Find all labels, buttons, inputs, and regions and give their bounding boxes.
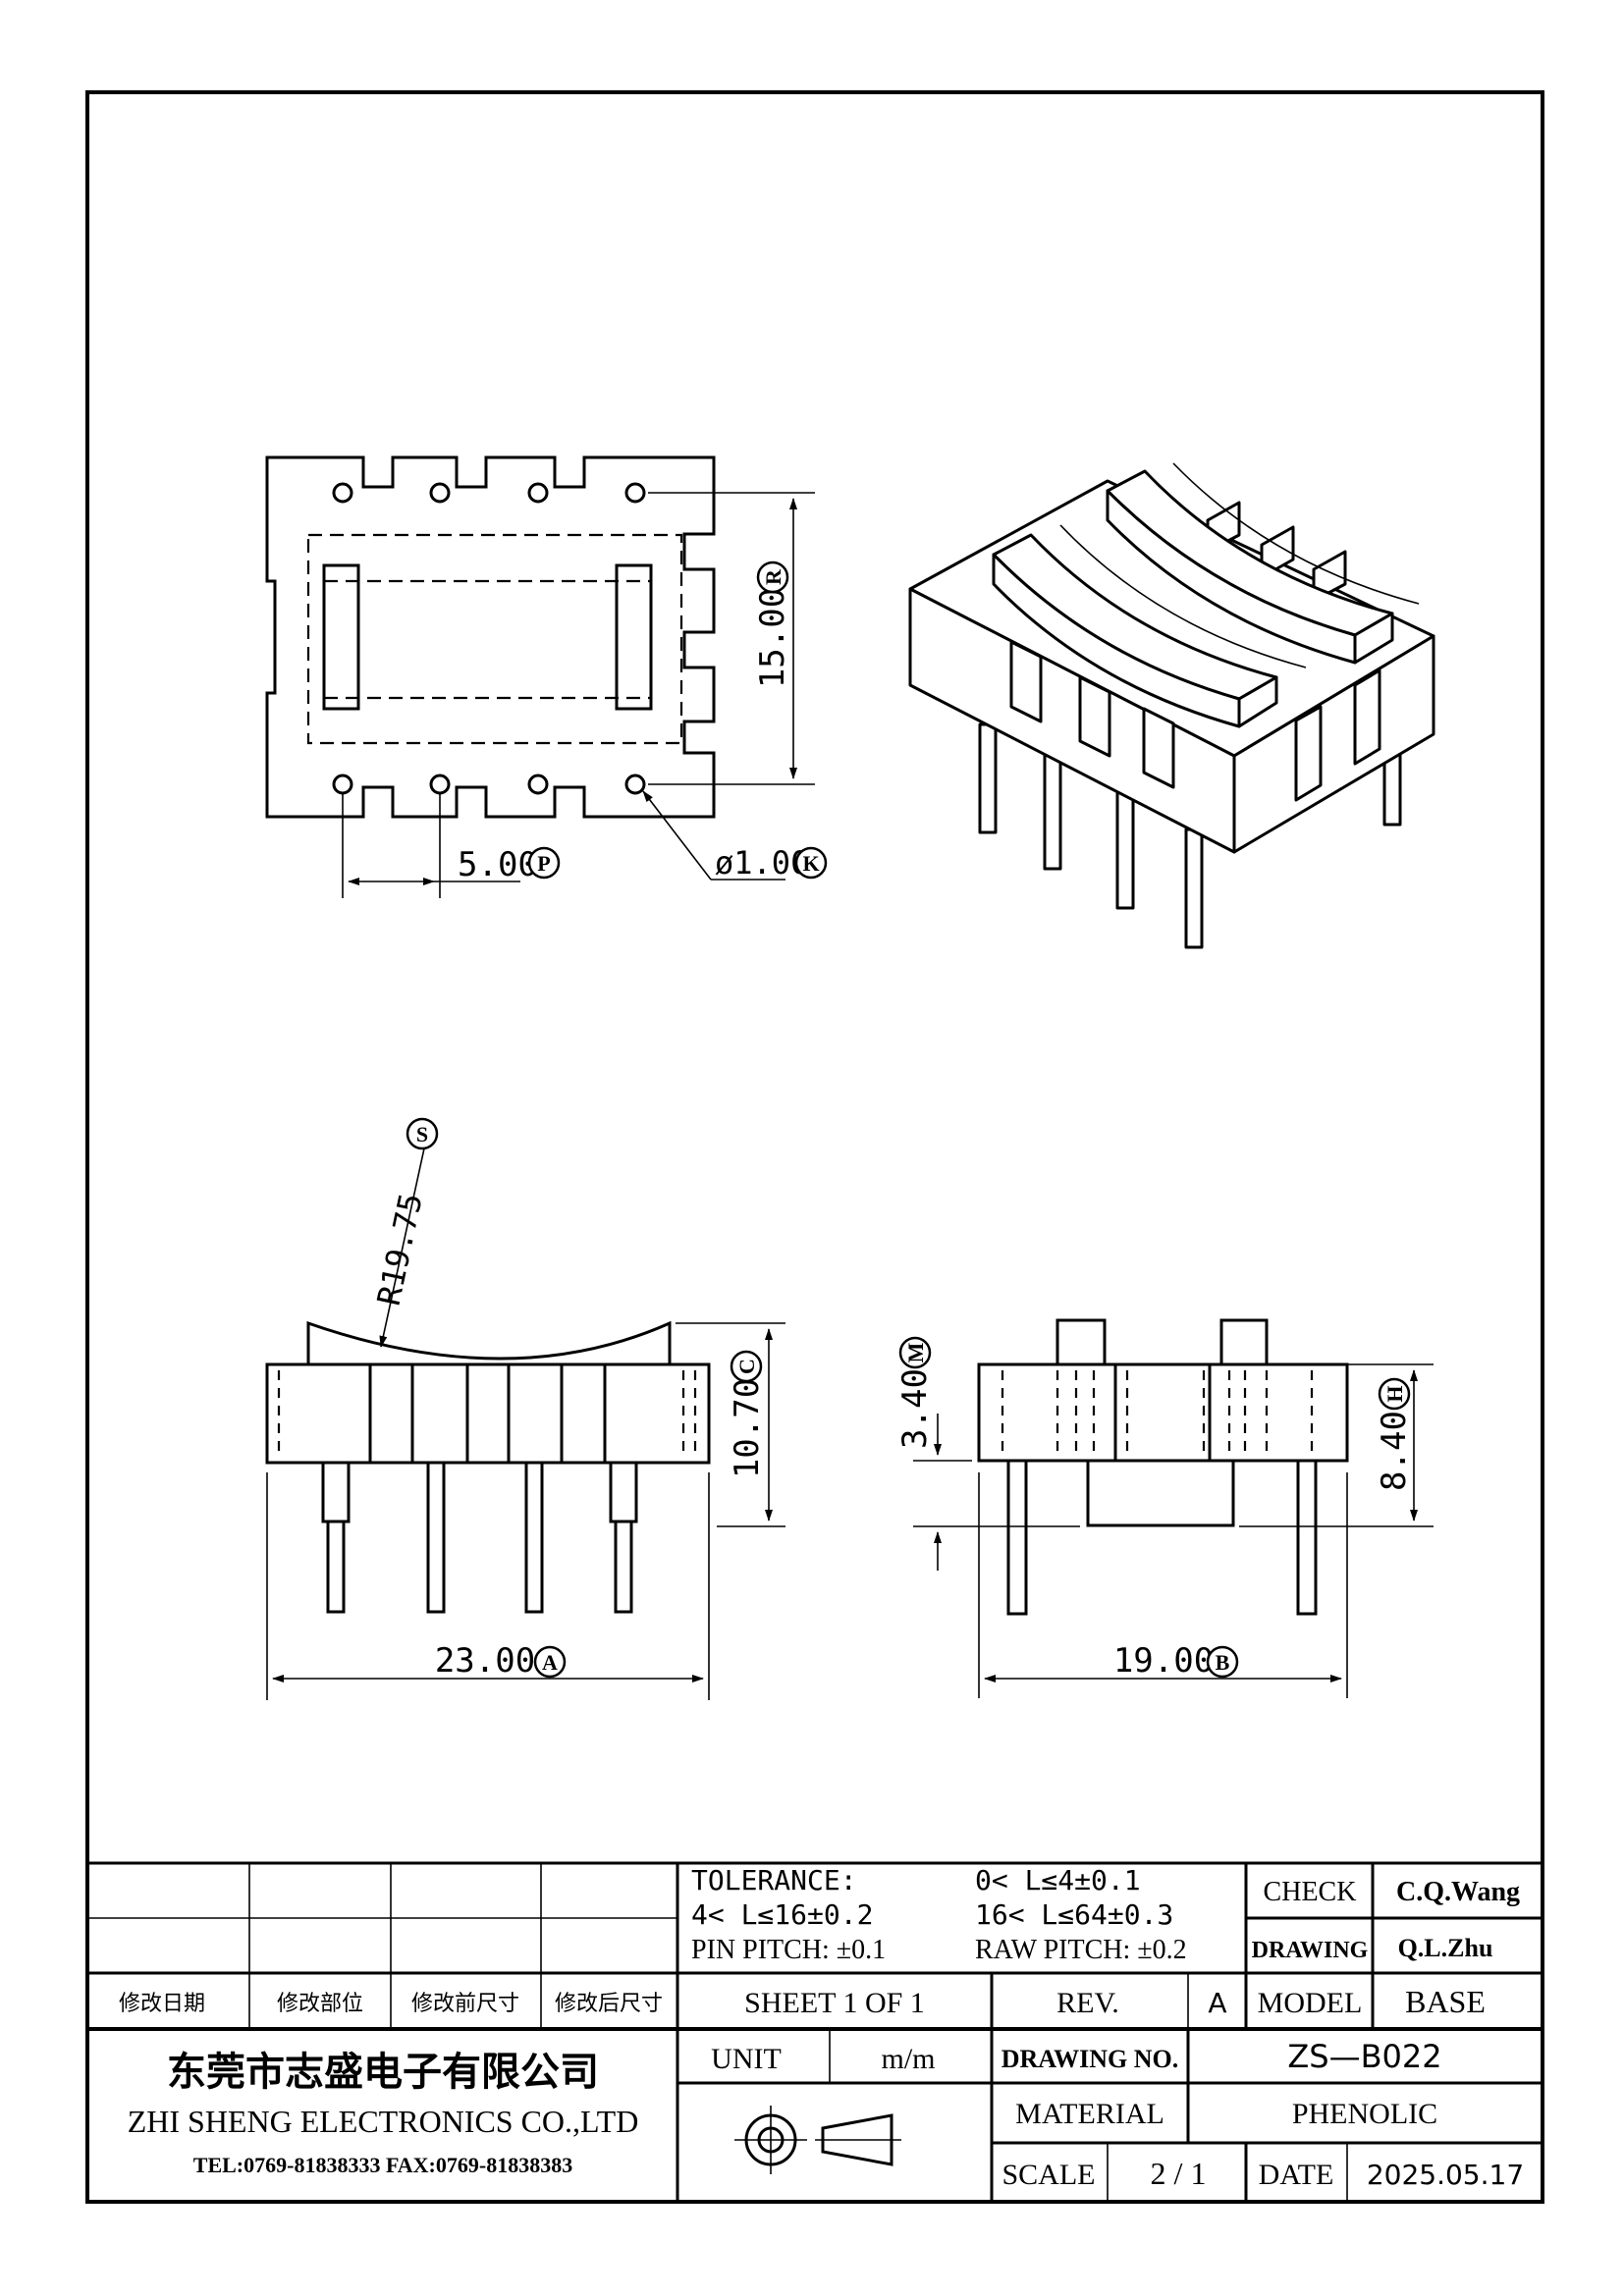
check-label: CHECK xyxy=(1264,1877,1357,1907)
dim-height-840: 8.40 xyxy=(1375,1411,1414,1491)
dim-tag-c: C xyxy=(734,1359,759,1374)
dim-height-15: 15.00 xyxy=(753,588,792,688)
model-value: BASE xyxy=(1405,1984,1486,2019)
side-view-body xyxy=(977,1362,1349,1463)
front-view: R19.75 S 10.70 C 23.00 A xyxy=(265,1117,785,1700)
dim-tag-s: S xyxy=(416,1122,428,1147)
unit-label: UNIT xyxy=(711,2043,782,2075)
dim-height-1070: 10.70 xyxy=(728,1378,767,1478)
front-view-pins xyxy=(321,1461,638,1614)
rev-value: A xyxy=(1208,1987,1226,2019)
top-view: 15.00 R 5.00 P ø1.00 K xyxy=(265,455,828,898)
title-block: TOLERANCE: 0< L≤4±0.1 4< L≤16±0.2 16< L≤… xyxy=(87,1861,1543,2202)
material-label: MATERIAL xyxy=(1015,2098,1164,2130)
rev-col-date: 修改日期 xyxy=(119,1992,205,2016)
sheet-count: SHEET 1 OF 1 xyxy=(744,1987,925,2019)
date-value: 2025.05.17 xyxy=(1367,2159,1524,2191)
rev-col-part: 修改部位 xyxy=(277,1992,363,2016)
company-contact: TEL:0769-81838333 FAX:0769-81838383 xyxy=(193,2153,572,2177)
company-name-cn: 东莞市志盛电子有限公司 xyxy=(167,2050,599,2094)
projection-symbol-icon xyxy=(734,2106,901,2174)
dim-pitch-5: 5.00 xyxy=(458,845,538,884)
dim-tag-k: K xyxy=(802,851,819,876)
front-view-saddle xyxy=(306,1320,672,1364)
tolerance-range-1: 0< L≤4±0.1 xyxy=(975,1864,1141,1896)
top-view-outline xyxy=(265,455,716,819)
dim-radius: R19.75 xyxy=(370,1190,430,1308)
scale-value: 2 / 1 xyxy=(1151,2156,1207,2191)
iso-base-side xyxy=(1232,634,1435,854)
sheet-border xyxy=(85,90,1544,2204)
dim-tag-b: B xyxy=(1216,1650,1230,1675)
drawing-no-label: DRAWING NO. xyxy=(1001,2045,1179,2073)
scale-label: SCALE xyxy=(1001,2159,1095,2191)
side-view-pins xyxy=(1006,1459,1318,1616)
pin-pitch-tolerance: PIN PITCH: ±0.1 xyxy=(691,1935,886,1965)
check-value: C.Q.Wang xyxy=(1396,1877,1520,1907)
top-view-pin-holes xyxy=(332,482,646,795)
drawing-value: Q.L.Zhu xyxy=(1398,1934,1493,1962)
dim-tag-a: A xyxy=(542,1650,558,1675)
company-name-en: ZHI SHENG ELECTRONICS CO.,LTD xyxy=(128,2104,639,2139)
unit-value: m/m xyxy=(881,2043,935,2075)
date-label: DATE xyxy=(1259,2159,1334,2191)
top-view-inner-dashed xyxy=(306,533,683,745)
drawing-label: DRAWING xyxy=(1252,1938,1369,1963)
rev-col-after: 修改后尺寸 xyxy=(555,1992,663,2016)
tolerance-range-2: 4< L≤16±0.2 xyxy=(691,1898,873,1931)
dim-standoff: 3.40 xyxy=(895,1368,935,1449)
dim-width-23: 23.00 xyxy=(435,1641,535,1681)
material-value: PHENOLIC xyxy=(1292,2098,1437,2130)
dim-width-19: 19.00 xyxy=(1113,1641,1214,1681)
drawing-no-value: ZS—B022 xyxy=(1287,2038,1441,2075)
dim-tag-p: P xyxy=(537,851,550,876)
dim-tag-m: M xyxy=(903,1342,928,1362)
front-view-body xyxy=(265,1362,711,1465)
top-view-slot-right xyxy=(615,563,653,711)
rev-label: REV. xyxy=(1056,1987,1119,2019)
rev-col-before: 修改前尺寸 xyxy=(411,1992,519,2016)
raw-pitch-tolerance: RAW PITCH: ±0.2 xyxy=(975,1935,1187,1965)
isometric-view xyxy=(908,462,1435,949)
top-view-slot-left xyxy=(322,563,360,711)
tolerance-label: TOLERANCE: xyxy=(691,1864,857,1896)
dim-hole-dia: ø1.00 xyxy=(715,844,809,881)
dim-tag-r: R xyxy=(761,568,785,585)
side-view: 3.40 M 8.40 H 19.00 B xyxy=(895,1318,1434,1698)
tolerance-range-3: 16< L≤64±0.3 xyxy=(975,1898,1173,1931)
dim-tag-h: H xyxy=(1382,1385,1407,1402)
model-label: MODEL xyxy=(1258,1987,1363,2019)
